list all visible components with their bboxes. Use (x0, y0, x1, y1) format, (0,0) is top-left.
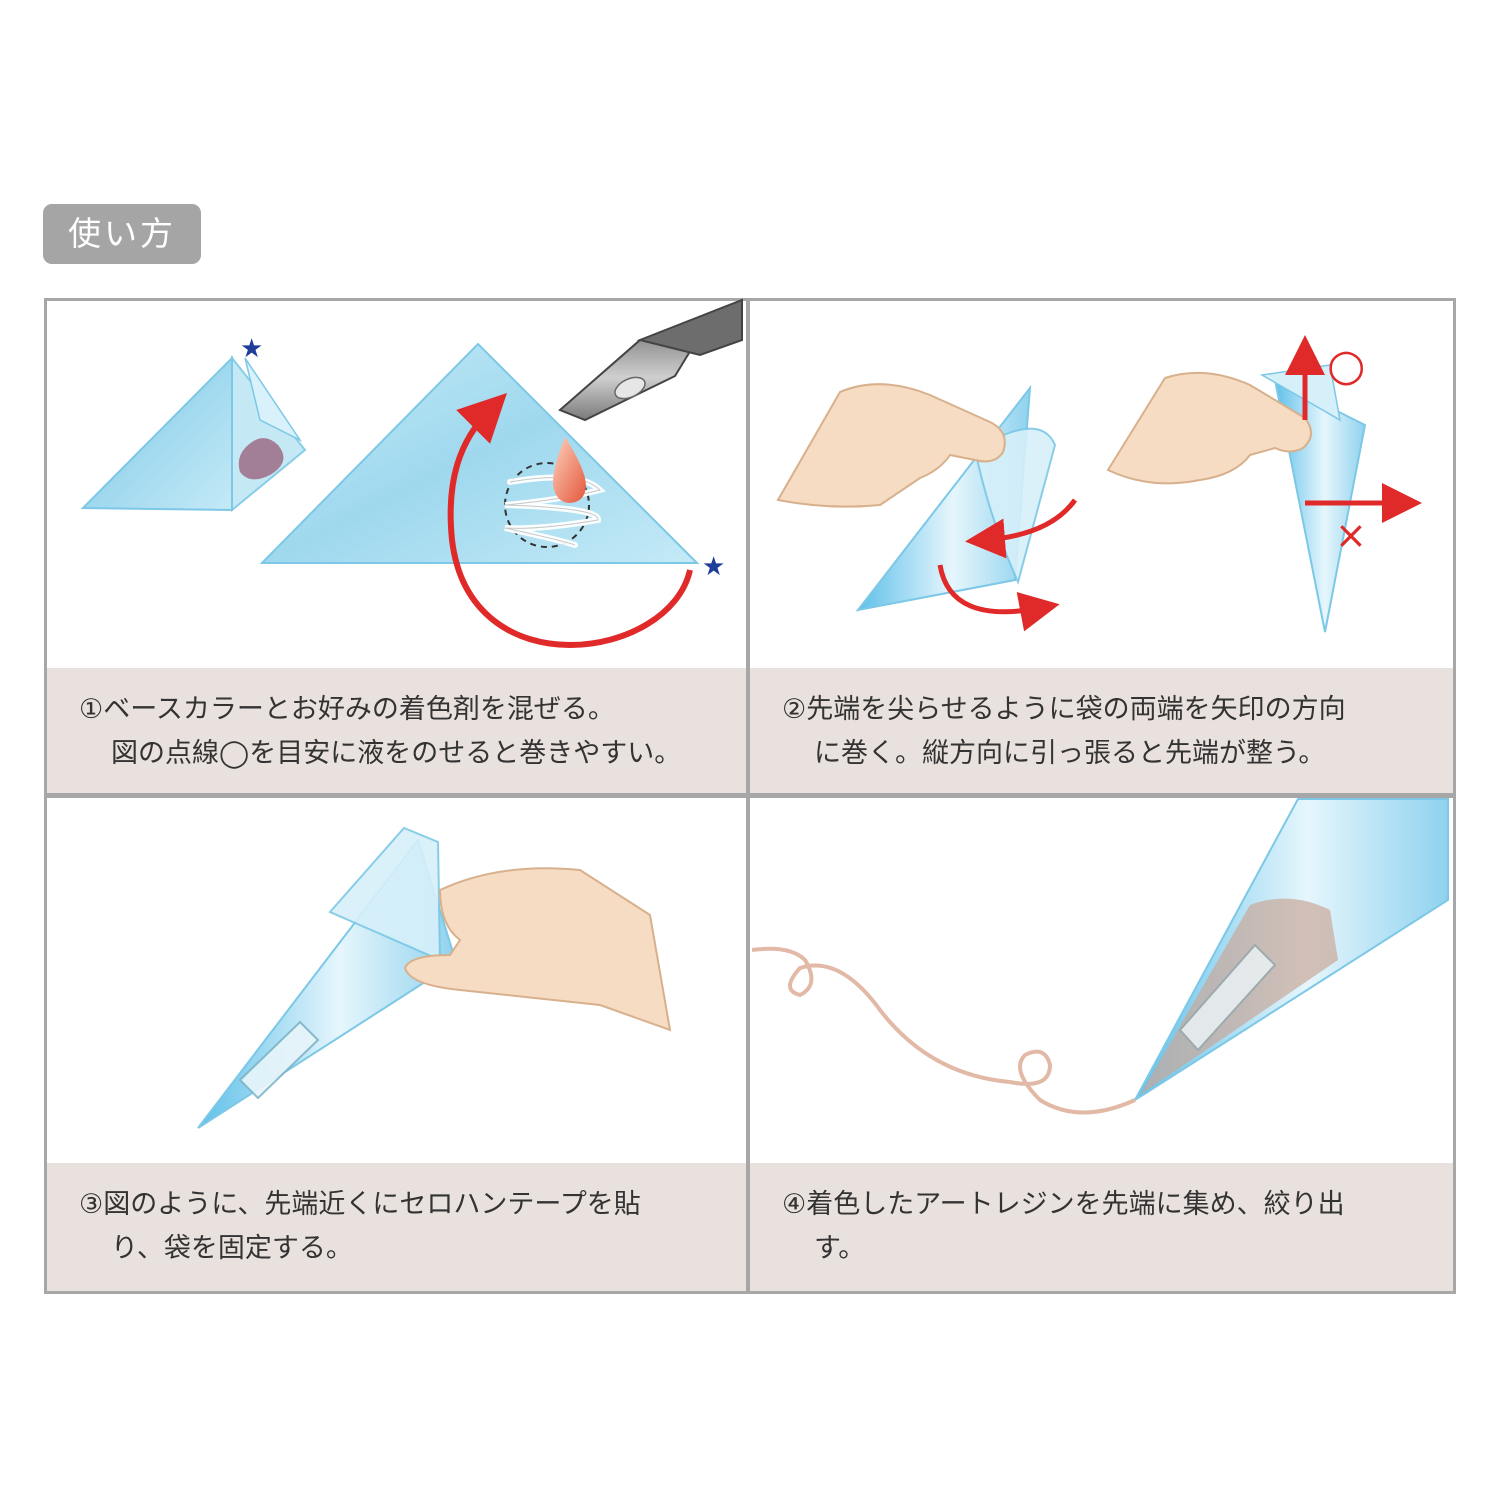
small-folded-film (80, 355, 233, 512)
tape-strip (238, 1020, 320, 1100)
star-mark-right: ★ (702, 552, 725, 582)
step1-caption-line2: 図の点線◯を目安に液をのせると巻きやすい。 (111, 738, 682, 769)
rotate-arrow (447, 393, 693, 648)
step1-caption: ①ベースカラーとお好みの着色剤を混ぜる。 図の点線◯を目安に液をのせると巻きやす… (47, 668, 746, 793)
step1-caption-line1: ①ベースカラーとお好みの着色剤を混ぜる。 (79, 694, 615, 725)
step2-caption-line2: に巻く。縦方向に引っ張ると先端が整う。 (814, 738, 1326, 769)
grid-horizontal-divider (44, 793, 1456, 798)
step4-caption: ④着色したアートレジンを先端に集め、絞り出 す。 (750, 1163, 1453, 1291)
ng-mark: × (1335, 513, 1367, 557)
step4-illustration (751, 798, 1449, 1115)
resin-sample (238, 438, 284, 480)
section-title-badge: 使い方 (43, 204, 201, 264)
colorant-drop (552, 437, 586, 503)
step1-illustration: ★ ★ (80, 298, 743, 648)
step2-caption-line1: ②先端を尖らせるように袋の両端を矢印の方向 (782, 694, 1346, 725)
hand-right (1106, 371, 1312, 485)
roll-arrow-upper (965, 498, 1078, 559)
ok-mark: ○ (1327, 340, 1365, 391)
step3-illustration (197, 826, 672, 1129)
tape-strip-4 (1178, 943, 1277, 1052)
step3-caption: ③図のように、先端近くにセロハンテープを貼 り、袋を固定する。 (47, 1163, 746, 1291)
step3-caption-line2: り、袋を固定する。 (111, 1233, 353, 1264)
hand-holding-cone (403, 867, 672, 1032)
dashed-guide-circle (504, 462, 590, 548)
roll-arrow-lower (937, 564, 1060, 632)
dropper-tool (558, 298, 743, 422)
resin-string (751, 946, 1136, 1115)
step3-caption-line1: ③図のように、先端近くにセロハンテープを貼 (79, 1189, 641, 1220)
step2-illustration: ○ × (776, 335, 1422, 633)
step4-caption-line1: ④着色したアートレジンを先端に集め、絞り出 (782, 1189, 1345, 1220)
hand-left (776, 383, 1006, 508)
step4-caption-line2: す。 (814, 1233, 866, 1264)
star-mark-top: ★ (240, 334, 263, 364)
step2-caption: ②先端を尖らせるように袋の両端を矢印の方向 に巻く。縦方向に引っ張ると先端が整う… (750, 668, 1453, 793)
